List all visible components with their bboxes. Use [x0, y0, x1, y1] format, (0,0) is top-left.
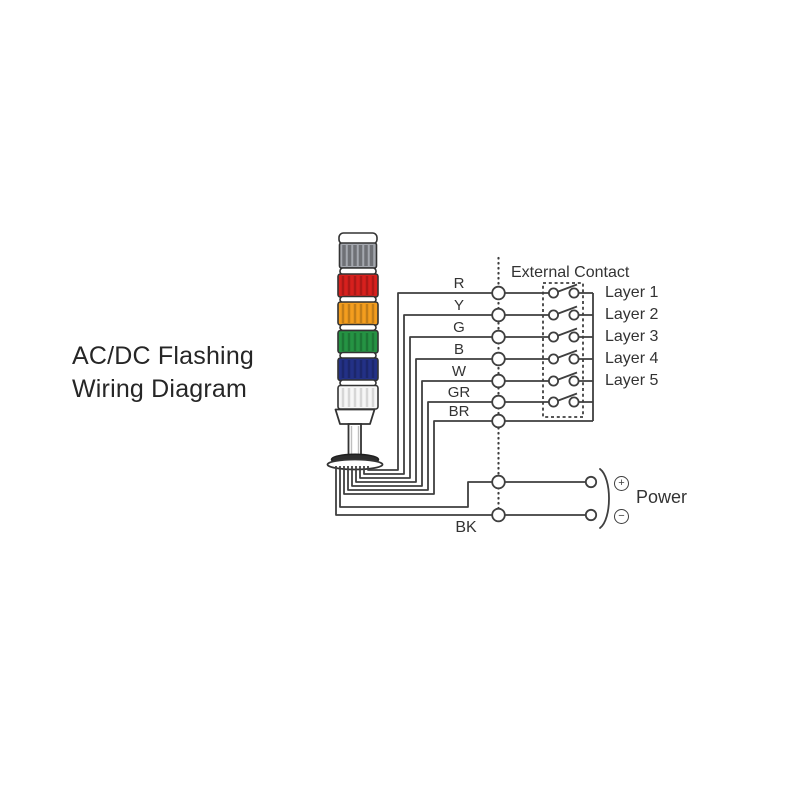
switch-contact: [568, 287, 580, 299]
switch-contact: [568, 396, 580, 408]
switch-contact: [548, 396, 560, 408]
wire-label-gr: GR: [447, 384, 471, 401]
switch-layer-3: [548, 327, 580, 343]
connector-pin-g: [491, 329, 506, 345]
connector-pin-br: [491, 413, 506, 429]
tower-stem-lines: [350, 426, 360, 456]
wire-label-r: R: [453, 275, 465, 292]
switch-layer-5: [548, 371, 580, 387]
wire-brown: [343, 420, 593, 495]
switch-layer-2: [548, 305, 580, 321]
negative-symbol-icon: −: [614, 509, 629, 524]
switch-lever: [556, 305, 578, 315]
switches: [548, 283, 580, 408]
tower-gray-ribs: [342, 245, 374, 266]
connector-pin-w: [491, 373, 506, 389]
wire-label-w: W: [451, 363, 467, 380]
page-title: AC/DC Flashing Wiring Diagram: [72, 340, 254, 406]
switch-lever: [556, 371, 578, 381]
connector-pin-power: [491, 474, 506, 490]
layer-5-label: Layer 5: [605, 372, 659, 389]
power-terminals: [584, 468, 610, 529]
switch-layer-4: [548, 349, 580, 365]
switch-contact: [568, 309, 580, 321]
switch-gray-wire: [548, 392, 580, 408]
wire-label-bk: BK: [455, 519, 477, 536]
layer-3-label: Layer 3: [605, 328, 659, 345]
title-line-1: AC/DC Flashing: [72, 342, 255, 370]
title-line-2: Wiring Diagram: [72, 375, 248, 403]
switch-layer-1: [548, 283, 580, 299]
tower-orange-ribs: [341, 304, 375, 323]
switch-contact: [568, 375, 580, 387]
switch-contact: [548, 331, 560, 343]
power-plug-arc: [599, 468, 610, 529]
switch-contact: [568, 353, 580, 365]
external-contact-label: External Contact: [511, 264, 630, 281]
wire-label-y: Y: [453, 297, 464, 314]
power-terminal-positive: [584, 475, 598, 489]
wire-power-positive: [339, 466, 591, 508]
connector-pin-b: [491, 351, 506, 367]
layer-2-label: Layer 2: [605, 306, 659, 323]
connector-pin-gr: [491, 394, 506, 410]
layer-1-label: Layer 1: [605, 284, 659, 301]
switch-contact: [548, 353, 560, 365]
power-terminal-negative: [584, 508, 598, 522]
switch-contact: [548, 287, 560, 299]
tower-white-ribs: [341, 388, 375, 407]
tower-green-ribs: [341, 333, 375, 351]
switch-contact: [548, 309, 560, 321]
switch-contact: [568, 331, 580, 343]
layer-4-label: Layer 4: [605, 350, 659, 367]
power-label: Power: [636, 487, 688, 507]
wire-label-b: B: [453, 341, 464, 358]
positive-symbol-icon: +: [614, 476, 629, 491]
tower-collar: [334, 408, 376, 425]
tower-red-ribs: [341, 276, 375, 295]
switch-lever: [556, 327, 578, 337]
connector-pins: [491, 285, 506, 523]
connector-pin-r: [491, 285, 506, 301]
switch-contact: [548, 375, 560, 387]
connector-pin-y: [491, 307, 506, 323]
switch-lever: [556, 283, 578, 293]
switch-lever: [556, 392, 578, 402]
tower-blue-ribs: [341, 360, 375, 378]
wire-black: [335, 466, 591, 516]
tower-light: [326, 232, 384, 471]
wire-label-g: G: [453, 319, 465, 336]
switch-lever: [556, 349, 578, 359]
connector-pin-bk: [491, 507, 506, 523]
wire-label-br: BR: [448, 403, 470, 420]
external-contact-box: [542, 282, 584, 418]
tower-band: [339, 323, 377, 332]
